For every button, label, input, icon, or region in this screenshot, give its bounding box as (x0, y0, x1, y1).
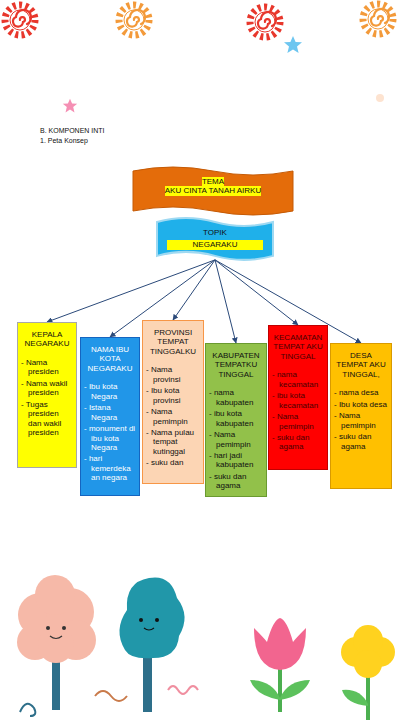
connector-arrow (47, 260, 215, 322)
list-item: - Ibu kota Negara (84, 382, 136, 401)
list-item: - Ibu kota provinsi (146, 386, 200, 405)
sun (363, 4, 393, 34)
sun (5, 5, 35, 35)
node-heading: DESA TEMPAT AKU TINGGAL, (334, 351, 388, 379)
node-subheading: AKU CINTA TANAH AIRKU (165, 186, 261, 195)
banner-shape (157, 218, 273, 260)
list-item: - Nama pemimpin (209, 430, 263, 449)
teal-tree (119, 577, 184, 712)
list-item: - suku dan agama (272, 433, 324, 452)
dot (376, 94, 384, 102)
node-heading: KABUPATEN TEMPATKU TINGGAL (209, 351, 263, 379)
list-item: - ibu kota kabupaten (209, 409, 263, 428)
concept-box: KABUPATEN TEMPATKU TINGGAL - nama kabupat… (205, 343, 267, 497)
list-item: - ibu kota kecamatan (272, 391, 324, 410)
banner-outline (157, 218, 273, 260)
tulip (250, 618, 310, 712)
list-item: - hari jadi kabupaten (209, 451, 263, 470)
list-item: - Istana Negara (84, 403, 136, 422)
sun (250, 7, 280, 37)
list-item: - Nama pemimpin (146, 407, 200, 426)
list-item: - Tugas presiden dan wakil presiden (21, 400, 73, 438)
banner-outline (133, 167, 293, 215)
node-heading: KEPALA NEGARAKU (21, 330, 73, 349)
connector-arrow (215, 260, 298, 325)
yellow-flower (341, 625, 395, 720)
swirl (95, 691, 127, 701)
star (284, 36, 302, 53)
star (63, 99, 77, 113)
list-item: - nama kabupaten (209, 388, 263, 407)
list-item: - Nama wakil presiden (21, 379, 73, 398)
node-heading: NAMA IBU KOTA NEGARAKU (84, 345, 136, 373)
list-item: - Nama presiden (21, 358, 73, 377)
list-item: - suku dan (146, 458, 200, 467)
list-item: - nama desa (334, 388, 388, 397)
swirl (20, 704, 35, 716)
topic-banner: TOPIK NEGARAKU (157, 218, 273, 260)
concept-box: DESA TEMPAT AKU TINGGAL, - nama desa - Ibu… (330, 343, 392, 489)
concept-box: KECAMATAN TEMPAT AKU TINGGAL - nama kecam… (268, 325, 328, 470)
node-subheading: NEGARAKU (167, 240, 262, 249)
pink-tree (17, 575, 96, 710)
list-item: - suku dan agama (334, 432, 388, 451)
node-heading: TOPIK (203, 228, 227, 237)
section-heading: B. KOMPONEN INTI (40, 127, 105, 134)
list-item: - Nama pemimpin (334, 411, 388, 430)
list-item: - Nama pulau tempat kutinggal (146, 428, 200, 456)
node-heading: PROVINSI TEMPAT TINGGALKU (146, 328, 200, 356)
list-item: - suku dan agama (209, 472, 263, 491)
section-heading: 1. Peta Konsep (40, 137, 88, 144)
list-item: - Nama pemimpin (272, 412, 324, 431)
connector-arrow (215, 260, 236, 343)
theme-banner: TEMAAKU CINTA TANAH AIRKU (133, 167, 293, 215)
list-item: - monument di ibu kota Negara (84, 424, 136, 452)
sun (119, 5, 149, 35)
list-item: - nama kecamatan (272, 370, 324, 389)
concept-box: KEPALA NEGARAKU - Nama presiden - Nama wak… (17, 322, 77, 468)
node-heading: KECAMATAN TEMPAT AKU TINGGAL (272, 333, 324, 361)
concept-box: PROVINSI TEMPAT TINGGALKU - Nama provinsi… (142, 320, 204, 484)
list-item: - hari kemerdeka an negara (84, 454, 136, 482)
concept-box: NAMA IBU KOTA NEGARAKU - Ibu kota Negara -… (80, 337, 140, 496)
connector-arrow (173, 260, 215, 320)
node-heading: TEMA (202, 177, 224, 186)
list-item: - Nama provinsi (146, 365, 200, 384)
swirl (168, 686, 198, 694)
list-item: - Ibu kota desa (334, 400, 388, 409)
